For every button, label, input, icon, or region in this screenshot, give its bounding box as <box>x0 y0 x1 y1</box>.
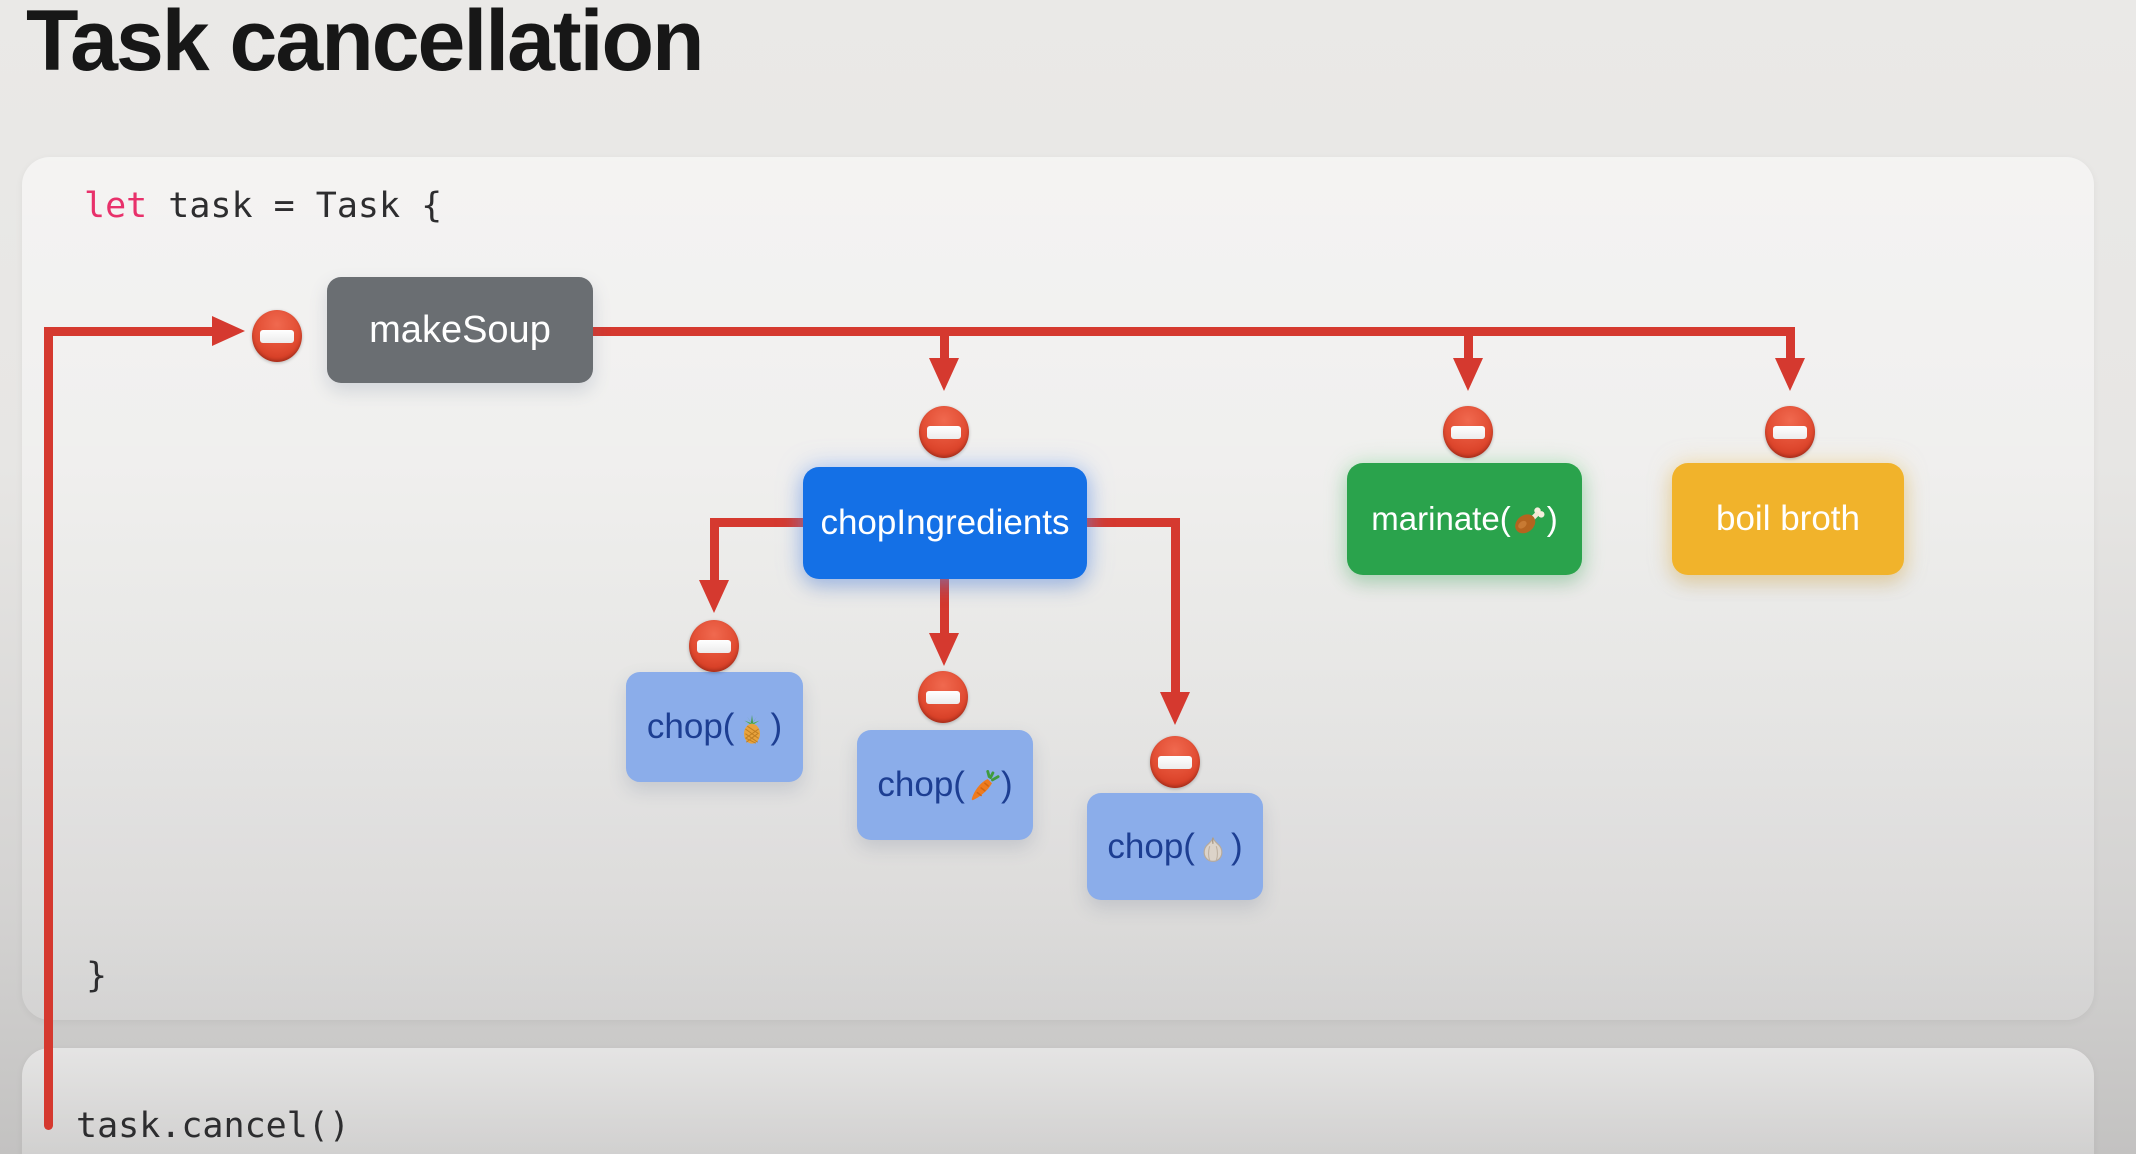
chop-carrot-node: chop() <box>857 730 1033 840</box>
chop-pineapple-label-prefix: chop( <box>646 707 735 746</box>
branch-garlic-arrowhead <box>1160 692 1190 725</box>
branch-carrot-arrowhead <box>929 633 959 666</box>
branch-chopingredients-arrowhead <box>929 358 959 391</box>
cancel-connector-horizontal <box>44 327 214 336</box>
cancel-arrowhead <box>212 316 245 346</box>
chopingredients-label: chopIngredients <box>820 503 1070 542</box>
branch-pineapple-horizontal <box>710 518 803 527</box>
makesoup-node: makeSoup <box>327 277 593 383</box>
no-entry-icon-chop-pineapple <box>689 620 739 672</box>
marinate-node: marinate() <box>1347 463 1582 575</box>
carrot-icon <box>971 770 1000 801</box>
marinate-label-prefix: marinate( <box>1371 500 1511 537</box>
no-entry-icon-makesoup <box>252 310 302 362</box>
chop-garlic-label-prefix: chop( <box>1107 826 1195 866</box>
branch-marinate-vertical <box>1464 331 1473 358</box>
chop-garlic-label: chop() <box>1107 827 1242 867</box>
chop-garlic-label-suffix: ) <box>1230 826 1243 866</box>
branch-marinate-arrowhead <box>1453 358 1483 391</box>
no-entry-icon-marinate <box>1443 406 1493 458</box>
branch-boilbroth-arrowhead <box>1775 358 1805 391</box>
chopingredients-node: chopIngredients <box>803 467 1087 579</box>
chicken-leg-icon <box>1514 507 1545 534</box>
pineapple-icon <box>744 714 761 744</box>
chop-pineapple-label: chop() <box>647 707 782 747</box>
branch-carrot-vertical <box>940 579 949 633</box>
no-entry-icon-boilbroth <box>1765 406 1815 458</box>
makesoup-children-connector <box>593 327 1795 336</box>
chop-pineapple-label-suffix: ) <box>770 707 783 746</box>
branch-pineapple-arrowhead <box>699 580 729 613</box>
boilbroth-label: boil broth <box>1716 499 1860 538</box>
branch-garlic-horizontal <box>1087 518 1180 527</box>
chop-carrot-label: chop() <box>877 765 1012 805</box>
garlic-icon <box>1203 836 1223 862</box>
branch-pineapple-vertical <box>710 518 719 580</box>
branch-boilbroth-vertical <box>1786 327 1795 358</box>
chop-pineapple-node: chop() <box>626 672 803 782</box>
makesoup-label: makeSoup <box>369 308 551 351</box>
marinate-label: marinate() <box>1371 500 1557 538</box>
chop-carrot-label-suffix: ) <box>1000 765 1013 804</box>
branch-chopingredients-vertical <box>940 331 949 358</box>
task-cancel-call: task.cancel() <box>76 1106 350 1146</box>
boilbroth-node: boil broth <box>1672 463 1904 575</box>
page-title: Task cancellation <box>26 0 705 89</box>
marinate-label-suffix: ) <box>1546 500 1558 537</box>
no-entry-icon-chopingredients <box>919 406 969 458</box>
task-declaration: task = Task { <box>147 186 443 226</box>
chop-garlic-node: chop() <box>1087 793 1263 900</box>
cancel-connector-vertical <box>44 327 53 1130</box>
cancel-code-panel <box>22 1048 2094 1154</box>
chop-carrot-label-prefix: chop( <box>877 765 965 804</box>
no-entry-icon-chop-carrot <box>918 671 968 723</box>
keyword-let: let <box>84 186 148 226</box>
branch-garlic-vertical <box>1171 518 1180 692</box>
task-declaration-line: let task = Task { <box>84 186 442 226</box>
no-entry-icon-chop-garlic <box>1150 736 1200 788</box>
closing-brace: } <box>86 956 108 996</box>
